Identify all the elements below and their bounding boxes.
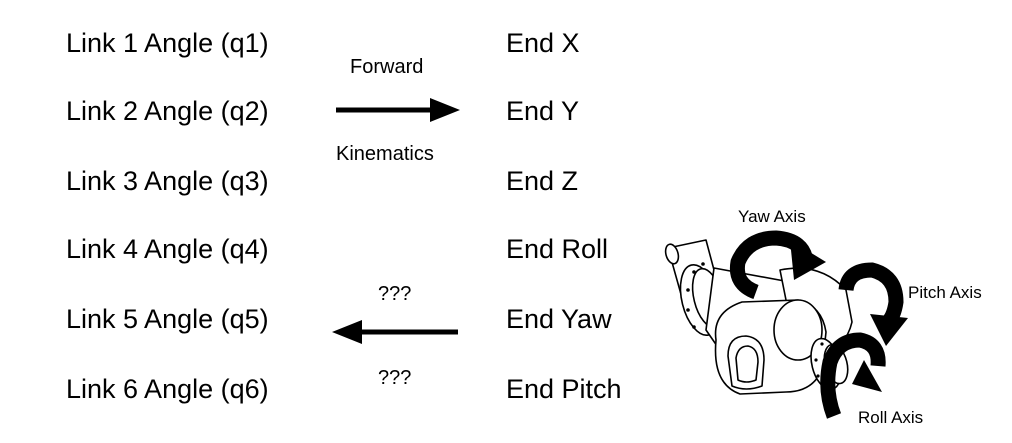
forward-caption-line1: Forward	[350, 56, 424, 78]
pitch-axis-label: Pitch Axis	[908, 283, 982, 302]
forward-arrow	[336, 98, 460, 122]
link-5-angle-label: Link 5 Angle (q5)	[66, 304, 269, 334]
forward-caption-line2: Kinematics	[336, 143, 434, 165]
pitch-rotation-arrow	[838, 262, 908, 346]
link-3-angle-label: Link 3 Angle (q3)	[66, 166, 269, 196]
inverse-caption-line2: ???	[378, 367, 412, 389]
yaw-rotation-arrow	[729, 230, 826, 300]
inverse-caption-line1: ???	[378, 283, 412, 305]
end-x-label: End X	[506, 28, 580, 58]
end-roll-label: End Roll	[506, 234, 609, 264]
yaw-axis-label: Yaw Axis	[738, 207, 806, 226]
end-z-label: End Z	[506, 166, 579, 196]
link-4-angle-label: Link 4 Angle (q4)	[66, 234, 269, 264]
end-y-label: End Y	[506, 96, 580, 126]
roll-axis-label: Roll Axis	[858, 408, 924, 427]
link-1-angle-label: Link 1 Angle (q1)	[66, 28, 269, 58]
end-yaw-label: End Yaw	[506, 304, 612, 334]
roll-rotation-arrow	[820, 332, 886, 419]
link-2-angle-label: Link 2 Angle (q2)	[66, 96, 269, 126]
link-6-angle-label: Link 6 Angle (q6)	[66, 374, 269, 404]
robot-wrist-illustration	[664, 239, 853, 395]
end-pitch-label: End Pitch	[506, 374, 622, 404]
inverse-arrow	[332, 320, 458, 344]
